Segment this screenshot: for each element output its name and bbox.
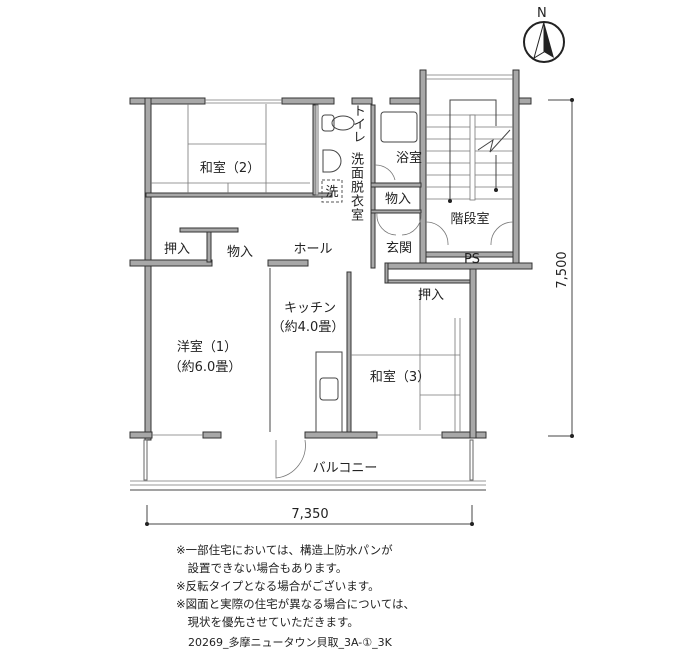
room-hall: ホール <box>293 242 332 257</box>
balcony <box>130 439 486 491</box>
room-youshitsu-1: 洋室（1） <box>177 339 237 355</box>
north-label: N <box>537 6 547 21</box>
room-kitchen: キッチン <box>284 301 336 316</box>
fixtures <box>275 111 422 479</box>
room-balcony: バルコニー <box>313 461 378 476</box>
dimension-width-label: 7,350 <box>291 507 328 522</box>
room-washitsu-2: 和室（2） <box>200 160 260 176</box>
note-line-3: ※反転タイプとなる場合がございます。 <box>176 579 380 593</box>
room-storage-hall: 物入 <box>227 245 253 260</box>
room-stairwell: 階段室 <box>450 211 489 227</box>
room-ps: PS <box>464 252 480 267</box>
note-line-1: ※一部住宅においては、構造上防水パンが <box>176 543 393 557</box>
dimension-depth: 7,500 <box>548 98 574 438</box>
room-youshitsu-1-size: （約6.0畳） <box>169 360 242 375</box>
room-senmen: 洗面脱衣室 <box>348 152 363 222</box>
room-oshiire-1: 押入 <box>164 242 190 257</box>
tatami-lines <box>151 104 461 432</box>
dimension-depth-label: 7,500 <box>555 251 570 288</box>
stairwell <box>419 69 520 266</box>
plan-code: 20269_多摩ニュータウン貝取_3A-①_3K <box>188 636 392 649</box>
note-line-5: 現状を優先させていただきます。 <box>176 615 359 629</box>
dimension-width: 7,350 <box>145 505 474 526</box>
washer-label: 洗 <box>325 185 338 200</box>
walls <box>129 97 533 441</box>
room-kitchen-size: （約4.0畳） <box>272 320 345 335</box>
room-washitsu-3: 和室（3） <box>370 369 430 385</box>
note-line-4: ※図面と実際の住宅が異なる場合については、 <box>176 597 416 611</box>
room-toilet: トイレ <box>350 104 365 143</box>
room-genkan: 玄関 <box>386 241 412 256</box>
room-oshiire-2: 押入 <box>418 288 444 303</box>
north-arrow-icon: N <box>523 6 565 63</box>
room-storage-bath: 物入 <box>385 192 411 207</box>
note-line-2: 設置できない場合もあります。 <box>176 561 348 575</box>
room-bath: 浴室 <box>396 150 422 166</box>
